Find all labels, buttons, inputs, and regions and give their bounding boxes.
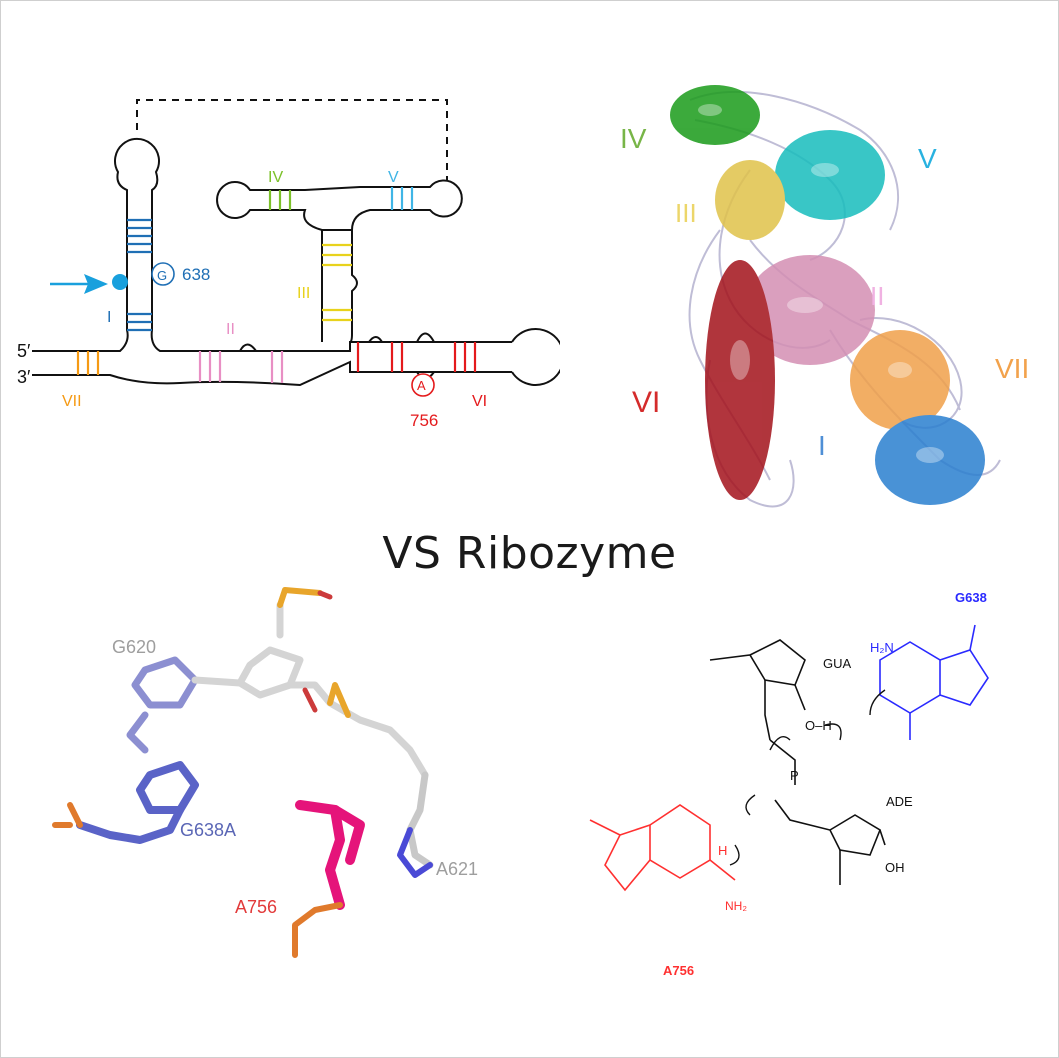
stem-iv-loop [216, 179, 463, 231]
stem-ii-pairs [198, 351, 284, 383]
h-label: H [718, 843, 727, 858]
g638-structure [879, 624, 989, 740]
nh2-label: NH₂ [725, 899, 747, 913]
stem-vii-label: VII [62, 393, 82, 410]
stem-vi-pairs [356, 342, 477, 372]
phosphorus-label: P [790, 768, 799, 783]
a756-label: A756 [235, 897, 277, 917]
domain-vii-label: VII [995, 353, 1029, 384]
domain-vi-label: VI [632, 386, 660, 419]
stem-iii-label: III [297, 285, 310, 302]
stem-v-label: V [388, 169, 399, 186]
oh-label: OH [885, 860, 905, 875]
cleavage-site-dot [112, 274, 128, 290]
secondary-structure-diagram: 5′ 3′ I G 638 II III IV V VI VII A 756 [17, 99, 560, 430]
a756-structure [589, 804, 736, 892]
g638-title: G638 [955, 590, 987, 605]
a756-circle [411, 373, 435, 397]
g638a-label: G638A [180, 820, 236, 840]
stem-iii-pairs [322, 243, 352, 322]
three-prime-label: 3′ [17, 367, 31, 387]
arrow-head-icon [84, 274, 108, 294]
h2n-label: H₂N [870, 640, 894, 655]
g638-circle [151, 262, 175, 286]
domain-ii-label: II [870, 281, 884, 311]
domain-iii-label: III [675, 198, 697, 228]
stem-vi-loop [511, 328, 560, 386]
domain-iv-label: IV [620, 123, 647, 154]
ade-label: ADE [886, 794, 913, 809]
g638-number: 638 [182, 265, 210, 284]
mechanism-diagram: G638 H₂N GUA O–H P ADE OH H NH₂ A756 [589, 590, 989, 978]
backbone-structure [709, 639, 886, 885]
stem-ii-label: II [226, 321, 235, 338]
stem-vii-pairs [76, 351, 100, 375]
g-letter: G [157, 268, 167, 283]
a-letter: A [417, 378, 426, 393]
a756-title: A756 [663, 963, 694, 978]
o-h-label: O–H [805, 718, 832, 733]
g620-label: G620 [112, 637, 156, 657]
stem-v-pairs [390, 187, 414, 210]
active-site-model: G620 G638A A756 A621 [52, 587, 478, 958]
figure-title: VS Ribozyme [382, 528, 677, 579]
a756-number: 756 [410, 411, 438, 430]
stem-iii-backbone [321, 229, 358, 343]
stem-vi-label: VI [472, 393, 487, 410]
stem-i-pairs [127, 218, 152, 332]
stem-iv-label: IV [268, 169, 283, 186]
stem-iv-pairs [268, 190, 292, 210]
pseudoknot-dashed-line [136, 99, 448, 180]
five-prime-label: 5′ [17, 341, 31, 361]
a621-label: A621 [436, 859, 478, 879]
stem-i-label: I [107, 309, 111, 326]
domain-i-label: I [818, 430, 826, 461]
domain-v-label: V [918, 143, 937, 174]
tertiary-structure-image: IV V III II VI VII I [620, 85, 1029, 508]
gua-label: GUA [823, 656, 852, 671]
lower-backbone [32, 360, 512, 387]
